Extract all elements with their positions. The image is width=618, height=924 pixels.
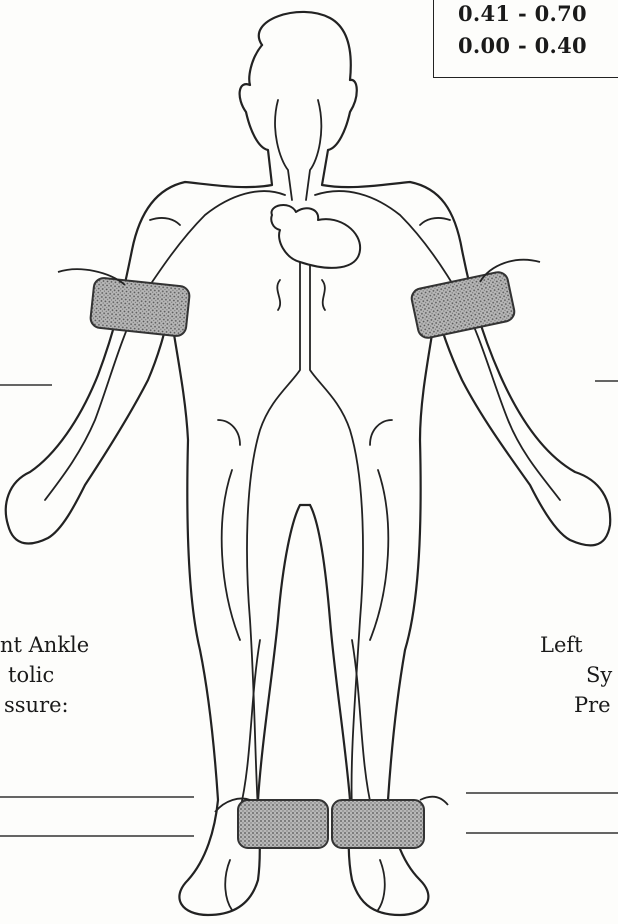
left-ankle-cuff (332, 800, 424, 848)
body-outline (6, 12, 610, 915)
left-arm-cuff (410, 270, 516, 339)
cuff-hoses (58, 260, 540, 812)
abi-legend-box: 0.41 - 0.70 0.00 - 0.40 (433, 0, 618, 78)
legend-row-2: 0.00 - 0.40 (458, 33, 587, 58)
writing-lines (0, 381, 618, 836)
heart (271, 205, 360, 268)
right-ankle-label-line-2: tolic (8, 660, 54, 690)
left-ankle-label-line-3: Pre (574, 690, 611, 720)
left-ankle-label-line-1: Left (540, 630, 583, 660)
left-ankle-label-line-2: Sy (586, 660, 612, 690)
right-ankle-label-line-1: nt Ankle (0, 630, 89, 660)
right-ankle-cuff (238, 800, 328, 848)
legend-row-1: 0.41 - 0.70 (458, 1, 587, 26)
right-ankle-label-line-3: ssure: (4, 690, 69, 720)
right-arm-cuff (90, 277, 191, 337)
